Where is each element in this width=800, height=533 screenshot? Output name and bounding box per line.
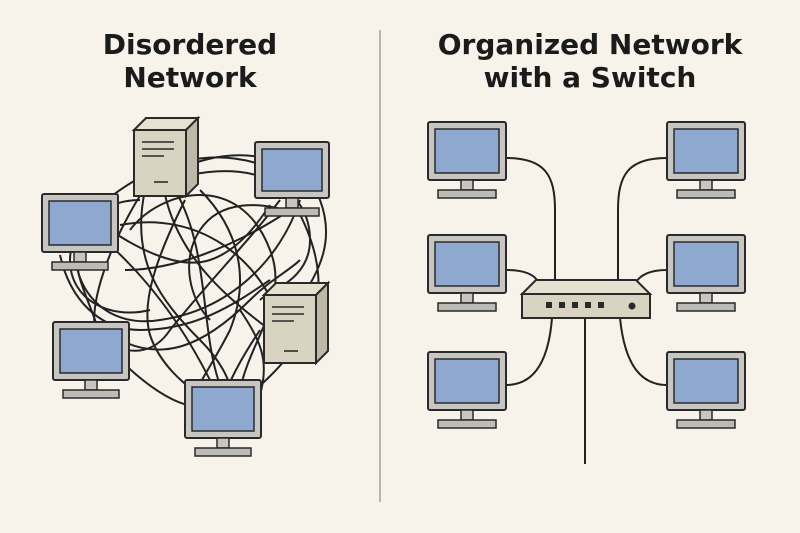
monitor-icon xyxy=(427,121,507,199)
network-switch-icon xyxy=(519,279,653,319)
disordered-network-title: Disordered Network xyxy=(0,28,380,94)
monitor-icon xyxy=(427,351,507,429)
organized-network-title: Organized Network with a Switch xyxy=(400,28,780,94)
monitor-icon xyxy=(41,193,119,271)
title-line: Network xyxy=(123,61,257,94)
server-tower-icon xyxy=(261,280,331,366)
monitor-icon xyxy=(184,379,262,457)
monitor-icon xyxy=(666,351,746,429)
monitor-icon xyxy=(427,234,507,312)
server-tower-icon xyxy=(131,115,201,199)
monitor-icon xyxy=(666,234,746,312)
title-line: Organized Network xyxy=(437,28,743,61)
monitor-icon xyxy=(254,141,330,217)
monitor-icon xyxy=(666,121,746,199)
title-line: with a Switch xyxy=(483,61,697,94)
title-line: Disordered xyxy=(102,28,278,61)
monitor-icon xyxy=(52,321,130,399)
